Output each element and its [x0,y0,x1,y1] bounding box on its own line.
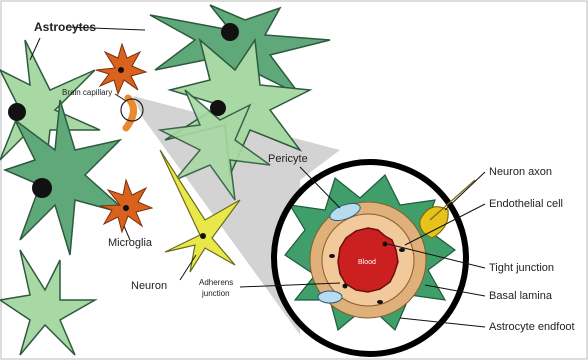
pericyte-lower [318,291,342,303]
label-neuron: Neuron [131,280,167,292]
astrocyte-nucleus [32,178,52,198]
tight-junction-mark [383,242,388,247]
tight-junction-mark [343,284,348,289]
endothelial-nucleus [329,254,335,258]
endothelial-nucleus [399,248,405,252]
astrocyte-nucleus [210,100,226,116]
microglia-nucleus [123,205,129,211]
label-tight-junction: Tight junction [489,262,554,274]
microglia-nucleus [118,67,124,73]
label-astrocyte-endfoot: Astrocyte endfoot [489,321,575,333]
astrocyte-nucleus [221,23,239,41]
neuron-nucleus [200,233,206,239]
label-neuron-axon: Neuron axon [489,166,552,178]
label-adherens-line1: Adherens [199,278,233,287]
label-adherens-line2: junction [201,289,230,298]
label-astrocytes: Astrocytes [34,20,96,34]
capillary-cross-section [274,162,466,354]
label-microglia: Microglia [108,237,153,249]
endothelial-nucleus [377,300,383,304]
label-pericyte: Pericyte [268,153,308,165]
label-endothelial-cell: Endothelial cell [489,198,563,210]
label-brain-capillary: Brain capillary [62,88,112,97]
label-basal-lamina: Basal lamina [489,290,553,302]
astrocyte-nucleus [8,103,26,121]
label-blood: Blood [358,259,376,266]
